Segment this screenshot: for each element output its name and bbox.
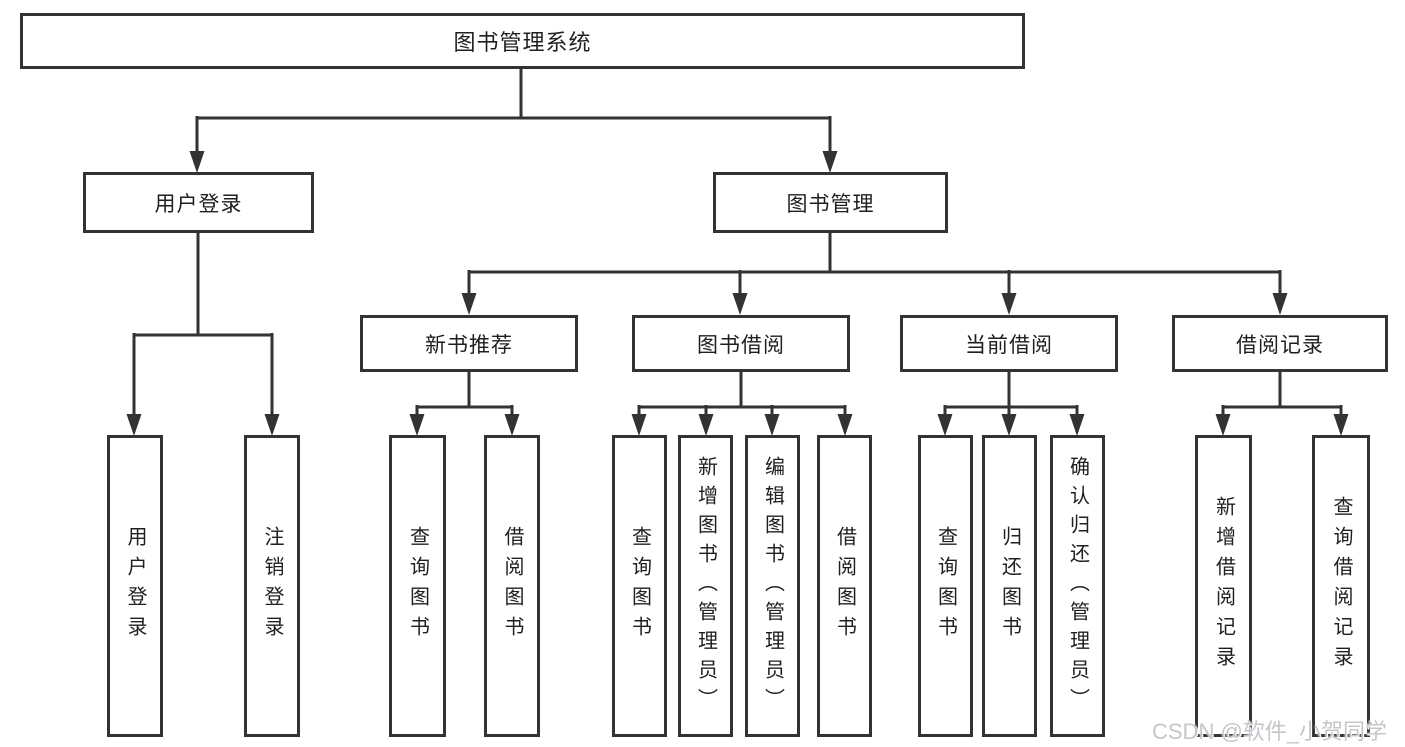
node-user-login: 用户登录 bbox=[83, 172, 314, 233]
leaf-borrow-books-1: 借阅图书 bbox=[484, 435, 540, 737]
node-new-book-recommend: 新书推荐 bbox=[360, 315, 578, 372]
node-label: 当前借阅 bbox=[965, 333, 1053, 357]
node-book-borrow: 图书借阅 bbox=[632, 315, 850, 372]
leaf-logout: 注销登录 bbox=[244, 435, 300, 737]
node-label: 借阅图书 bbox=[833, 526, 856, 646]
leaf-query-books-1: 查询图书 bbox=[389, 435, 446, 737]
node-label: 新书推荐 bbox=[425, 333, 513, 357]
node-label: 编辑图书（管理员） bbox=[761, 455, 784, 717]
leaf-borrow-books-2: 借阅图书 bbox=[817, 435, 872, 737]
node-label: 借阅图书 bbox=[501, 526, 523, 646]
node-label: 新增借阅记录 bbox=[1212, 496, 1235, 676]
csdn-watermark: CSDN @软件_小贺同学 bbox=[1152, 719, 1388, 744]
node-label: 确认归还（管理员） bbox=[1066, 455, 1089, 717]
node-label: 查询图书 bbox=[628, 526, 651, 646]
node-current-borrow: 当前借阅 bbox=[900, 315, 1118, 372]
node-borrow-records: 借阅记录 bbox=[1172, 315, 1388, 372]
leaf-add-borrow-record: 新增借阅记录 bbox=[1195, 435, 1252, 737]
node-label: 用户登录 bbox=[124, 526, 146, 646]
node-label: 查询借阅记录 bbox=[1330, 496, 1352, 676]
leaf-add-books-admin: 新增图书（管理员） bbox=[678, 435, 733, 737]
node-label: 查询图书 bbox=[406, 526, 429, 646]
node-label: 新增图书（管理员） bbox=[694, 455, 717, 717]
node-label: 图书管理 bbox=[786, 192, 875, 216]
leaf-query-books-2: 查询图书 bbox=[612, 435, 667, 737]
leaf-return-books: 归还图书 bbox=[982, 435, 1037, 737]
node-label: 图书借阅 bbox=[697, 333, 785, 357]
leaf-edit-books-admin: 编辑图书（管理员） bbox=[745, 435, 800, 737]
node-book-management: 图书管理 bbox=[713, 172, 948, 233]
leaf-query-borrow-record: 查询借阅记录 bbox=[1312, 435, 1370, 737]
leaf-query-books-3: 查询图书 bbox=[918, 435, 973, 737]
node-label: 借阅记录 bbox=[1236, 333, 1324, 357]
node-root-book-management-system: 图书管理系统 bbox=[20, 13, 1025, 69]
node-label: 注销登录 bbox=[261, 526, 283, 646]
node-label: 归还图书 bbox=[998, 526, 1021, 646]
node-label: 查询图书 bbox=[934, 526, 957, 646]
leaf-confirm-return-admin: 确认归还（管理员） bbox=[1050, 435, 1105, 737]
node-label: 用户登录 bbox=[154, 192, 243, 216]
leaf-user-login: 用户登录 bbox=[107, 435, 163, 737]
node-label: 图书管理系统 bbox=[453, 30, 592, 55]
